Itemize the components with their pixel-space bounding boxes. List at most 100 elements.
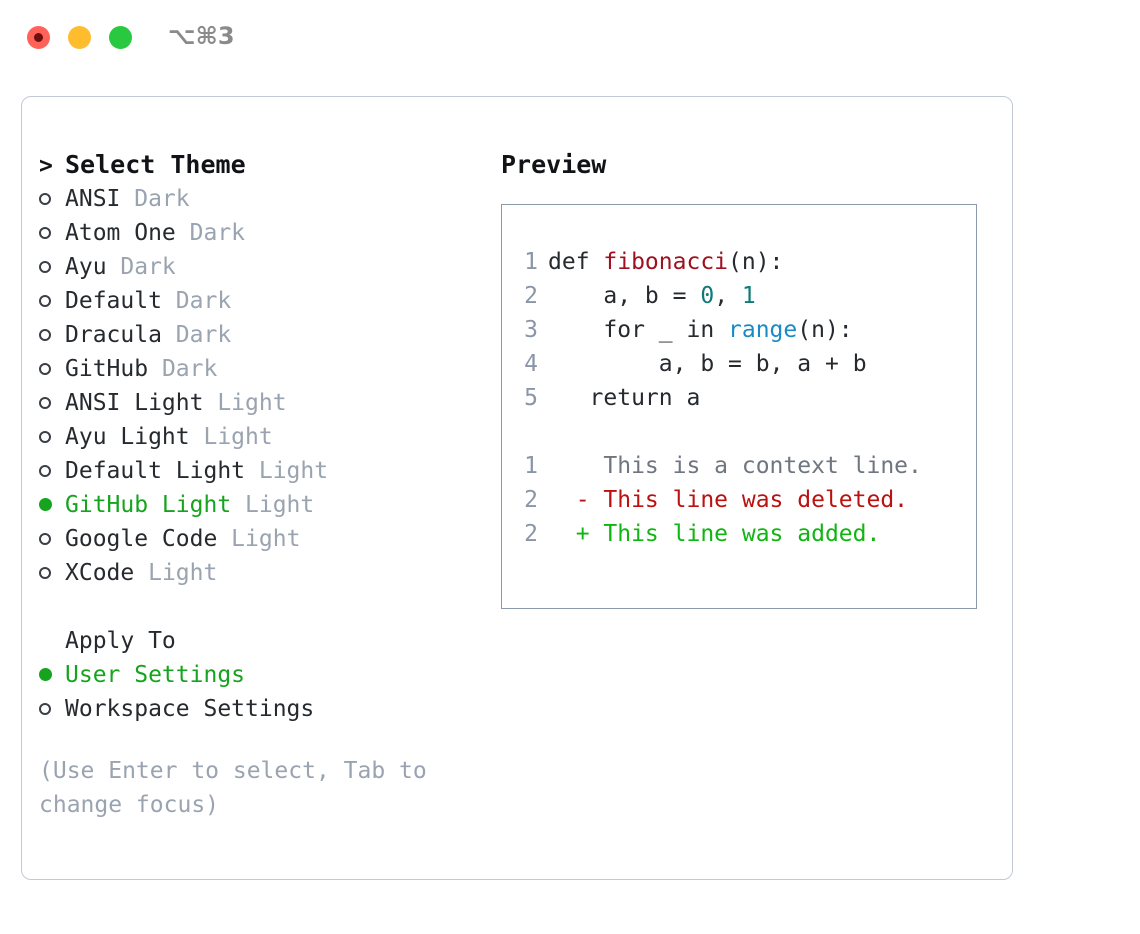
line-number: 4 bbox=[524, 351, 538, 377]
line-number: 2 bbox=[524, 283, 538, 309]
keyboard-hint: (Use Enter to select, Tab to change focu… bbox=[39, 758, 441, 818]
code-token-fn: fibonacci bbox=[603, 249, 729, 275]
theme-option-kind: Dark bbox=[175, 220, 246, 246]
theme-option-default[interactable]: Default Dark bbox=[39, 284, 499, 318]
code-line-text: def fibonacci(n): bbox=[548, 245, 783, 279]
theme-option-name: GitHub bbox=[65, 356, 149, 382]
theme-option-kind: Light bbox=[189, 424, 273, 450]
radio-unselected-icon bbox=[39, 386, 65, 420]
radio-dot bbox=[39, 329, 51, 341]
theme-option-name: Google Code bbox=[65, 526, 218, 552]
radio-unselected-icon bbox=[39, 318, 65, 352]
radio-dot bbox=[39, 261, 51, 273]
code-token-plain bbox=[548, 283, 603, 309]
code-token-plain: (n): bbox=[728, 249, 784, 275]
code-token-num: 1 bbox=[741, 283, 756, 309]
code-token-var: b bbox=[755, 351, 770, 377]
radio-selected-icon bbox=[39, 488, 65, 522]
code-token-var: a bbox=[797, 351, 812, 377]
radio-dot bbox=[39, 533, 51, 545]
diff-line-text: - This line was deleted. bbox=[548, 487, 909, 513]
header-caret-icon: > bbox=[39, 153, 53, 179]
code-line-text: a, b = b, a + b bbox=[548, 347, 867, 381]
theme-option-xcode[interactable]: XCode Light bbox=[39, 556, 499, 590]
title-bar: ⌥⌘3 bbox=[0, 0, 1140, 78]
theme-option-ayu[interactable]: Ayu Dark bbox=[39, 250, 499, 284]
theme-option-atom-one[interactable]: Atom One Dark bbox=[39, 216, 499, 250]
line-number: 2 bbox=[524, 521, 538, 547]
theme-option-default-light[interactable]: Default Light Light bbox=[39, 454, 499, 488]
radio-unselected-icon bbox=[39, 352, 65, 386]
radio-unselected-icon bbox=[39, 556, 65, 590]
radio-unselected-icon bbox=[39, 250, 65, 284]
radio-dot bbox=[39, 193, 51, 205]
radio-unselected-icon bbox=[39, 454, 65, 488]
keyboard-shortcut-label: ⌥⌘3 bbox=[168, 22, 235, 50]
radio-dot bbox=[39, 498, 52, 511]
theme-option-ayu-light[interactable]: Ayu Light Light bbox=[39, 420, 499, 454]
theme-option-github-light[interactable]: GitHub Light Light bbox=[39, 488, 499, 522]
radio-unselected-icon bbox=[39, 522, 65, 556]
preview-title: Preview bbox=[501, 150, 607, 179]
radio-dot bbox=[39, 295, 51, 307]
radio-dot bbox=[39, 668, 52, 681]
theme-option-kind: Dark bbox=[161, 322, 232, 348]
diff-line-text: + This line was added. bbox=[548, 521, 881, 547]
code-line-text: return a bbox=[548, 381, 701, 415]
diff-line-del: 2 - This line was deleted. bbox=[502, 483, 976, 517]
code-line-text: a, b = 0, 1 bbox=[548, 279, 756, 313]
line-number: 3 bbox=[524, 317, 538, 343]
radio-unselected-icon bbox=[39, 216, 65, 250]
code-token-plain bbox=[548, 351, 659, 377]
page-title: Select Theme bbox=[65, 150, 246, 179]
apply-to-option-workspace-settings[interactable]: Workspace Settings bbox=[39, 692, 499, 726]
theme-option-kind: Light bbox=[203, 390, 287, 416]
theme-option-kind: Light bbox=[134, 560, 218, 586]
code-token-plain: , bbox=[769, 351, 798, 377]
code-token-plain: def bbox=[548, 249, 604, 275]
close-button[interactable] bbox=[27, 26, 50, 49]
theme-option-kind: Dark bbox=[106, 254, 176, 280]
theme-option-name: Default bbox=[65, 288, 162, 314]
code-token-num: 0 bbox=[700, 283, 715, 309]
radio-dot bbox=[39, 397, 51, 409]
code-token-plain: (n): bbox=[797, 317, 853, 343]
diff-line-ctx: 1 This is a context line. bbox=[502, 449, 976, 483]
theme-option-name: Dracula bbox=[65, 322, 162, 348]
radio-unselected-icon bbox=[39, 284, 65, 318]
code-line: 5 return a bbox=[502, 381, 976, 415]
minimize-button[interactable] bbox=[68, 26, 91, 49]
code-token-plain: = bbox=[658, 283, 701, 309]
code-gap bbox=[502, 415, 976, 449]
maximize-button[interactable] bbox=[109, 26, 132, 49]
line-number: 5 bbox=[524, 385, 538, 411]
apply-to-option-user-settings[interactable]: User Settings bbox=[39, 658, 499, 692]
theme-option-ansi[interactable]: ANSI Dark bbox=[39, 182, 499, 216]
radio-dot bbox=[39, 431, 51, 443]
list-spacer bbox=[39, 590, 499, 624]
theme-option-github[interactable]: GitHub Dark bbox=[39, 352, 499, 386]
code-token-builtin: range bbox=[728, 317, 798, 343]
code-token-plain: , bbox=[714, 283, 742, 309]
radio-unselected-icon bbox=[39, 420, 65, 454]
theme-option-name: GitHub Light bbox=[65, 492, 232, 518]
apply-to-option-label: Workspace Settings bbox=[65, 696, 315, 722]
radio-dot bbox=[39, 567, 51, 579]
radio-dot bbox=[39, 227, 51, 239]
radio-unselected-icon bbox=[39, 692, 65, 726]
window-controls bbox=[27, 26, 132, 49]
code-token-var: b bbox=[852, 351, 867, 377]
theme-option-google-code[interactable]: Google Code Light bbox=[39, 522, 499, 556]
diff-line-text: This is a context line. bbox=[548, 453, 922, 479]
code-line-text: for _ in range(n): bbox=[548, 313, 853, 347]
theme-option-name: ANSI bbox=[65, 186, 121, 212]
theme-option-dracula[interactable]: Dracula Dark bbox=[39, 318, 499, 352]
code-token-plain: return bbox=[548, 385, 687, 411]
theme-option-name: Ayu bbox=[65, 254, 107, 280]
theme-option-ansi-light[interactable]: ANSI Light Light bbox=[39, 386, 499, 420]
radio-unselected-icon bbox=[39, 182, 65, 216]
